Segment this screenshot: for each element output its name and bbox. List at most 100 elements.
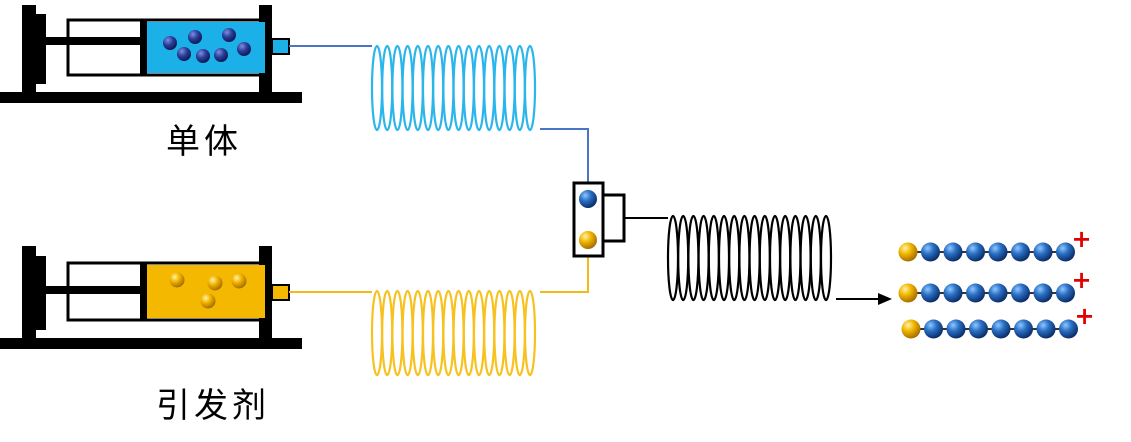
coil-loop xyxy=(738,214,751,302)
mixer xyxy=(572,181,626,258)
chain-monomer-unit xyxy=(924,319,943,339)
monomer-label: 单体 xyxy=(166,122,242,162)
coil-loop xyxy=(432,44,445,132)
coil-loop xyxy=(421,289,435,377)
chain-initiator-unit xyxy=(898,283,918,303)
coil-loop xyxy=(472,289,486,377)
coil-loop xyxy=(381,44,394,132)
chain-initiator-unit xyxy=(898,242,918,262)
chain-monomer-unit xyxy=(943,242,963,262)
coil-loop xyxy=(768,214,782,302)
initiator-syringe-pump xyxy=(0,246,302,349)
coil-loop xyxy=(819,214,833,302)
chain-monomer-unit xyxy=(946,319,966,339)
coil-loop xyxy=(493,44,506,132)
coil-loop xyxy=(677,214,690,302)
chain-monomer-unit xyxy=(921,283,940,303)
syringe-barrel xyxy=(66,261,270,322)
coil-loop xyxy=(391,289,404,377)
pump-left-stand xyxy=(22,246,36,338)
polymerization-reaction-coil xyxy=(666,214,833,302)
chain-charge: + xyxy=(1075,302,1095,330)
syringe-barrel xyxy=(66,18,270,77)
coil-loop xyxy=(758,214,771,302)
chain-monomer-unit xyxy=(1059,319,1078,339)
pump-base xyxy=(0,338,302,349)
chain-monomer-unit xyxy=(988,242,1008,262)
chain-monomer-unit xyxy=(991,319,1011,339)
coil-loop xyxy=(462,289,475,377)
coil-loop xyxy=(401,289,414,377)
chain-monomer-unit xyxy=(1056,242,1075,262)
pump-left-block xyxy=(36,14,46,84)
monomer-tube-to-mixer xyxy=(540,128,589,184)
chain-monomer-unit xyxy=(1011,283,1030,303)
coil-loop xyxy=(799,214,812,302)
monomer-syringe-pump xyxy=(0,5,302,103)
chain-initiator-unit xyxy=(901,319,921,339)
initiator-fluid xyxy=(147,265,265,318)
coil-loop xyxy=(421,44,435,132)
syringe-plunger-head xyxy=(140,20,147,75)
coil-loop xyxy=(513,44,526,132)
syringe-plunger-head xyxy=(140,263,147,320)
coil-loop xyxy=(483,289,496,377)
chain-monomer-unit xyxy=(1033,242,1053,262)
chain-monomer-unit xyxy=(1036,319,1056,339)
coil-loop xyxy=(391,44,404,132)
coil-loop xyxy=(748,214,761,302)
syringe-nozzle xyxy=(271,284,290,301)
coil-loop xyxy=(370,44,384,132)
chain-monomer-unit xyxy=(1056,283,1075,303)
chain-charge: + xyxy=(1072,225,1092,253)
pump-base xyxy=(0,92,302,103)
coil-loop xyxy=(728,214,741,302)
chain-monomer-unit xyxy=(1033,283,1053,303)
chain-charge: + xyxy=(1072,266,1092,294)
coil-loop xyxy=(503,44,516,132)
initiator-molecules xyxy=(169,272,247,309)
coil-loop xyxy=(779,214,792,302)
coil-loop xyxy=(401,44,414,132)
chain-monomer-unit xyxy=(966,242,985,262)
coil-loop xyxy=(717,214,731,302)
output-arrowhead xyxy=(878,293,892,305)
pump-left-block xyxy=(36,256,46,330)
coil-loop xyxy=(809,214,822,302)
coil-loop xyxy=(411,44,424,132)
initiator-reaction-coil xyxy=(370,289,537,377)
coil-loop xyxy=(789,214,802,302)
coil-loop xyxy=(707,214,720,302)
coil-loop xyxy=(513,289,526,377)
coil-loop xyxy=(503,289,516,377)
plunger-rod xyxy=(46,286,146,294)
monomer-reaction-coil xyxy=(370,44,537,132)
coil-loop xyxy=(442,289,455,377)
chain-monomer-unit xyxy=(943,283,963,303)
coil-loop xyxy=(411,289,424,377)
initiator-tube-to-mixer xyxy=(540,256,589,293)
chain-monomer-unit xyxy=(988,283,1008,303)
syringe-nozzle xyxy=(271,38,290,55)
polymer-chain: + xyxy=(898,225,1092,262)
coil-loop xyxy=(483,44,496,132)
coil-loop xyxy=(370,289,384,377)
coil-loop xyxy=(523,44,537,132)
coil-loop xyxy=(697,214,710,302)
coil-loop xyxy=(523,289,537,377)
chain-monomer-unit xyxy=(1014,319,1033,339)
mixer-outlet xyxy=(601,193,626,243)
mixer-monomer-ball xyxy=(579,190,597,208)
chain-monomer-unit xyxy=(969,319,988,339)
coil-loop xyxy=(493,289,506,377)
coil-loop xyxy=(462,44,475,132)
coil-loop xyxy=(687,214,700,302)
polymer-chain: + xyxy=(901,302,1095,339)
coil-loop xyxy=(452,289,465,377)
chain-monomer-unit xyxy=(966,283,985,303)
coil-loop xyxy=(442,44,455,132)
coil-loop xyxy=(381,289,394,377)
polymer-chain: + xyxy=(898,266,1092,303)
mixer-initiator-ball xyxy=(579,231,597,249)
